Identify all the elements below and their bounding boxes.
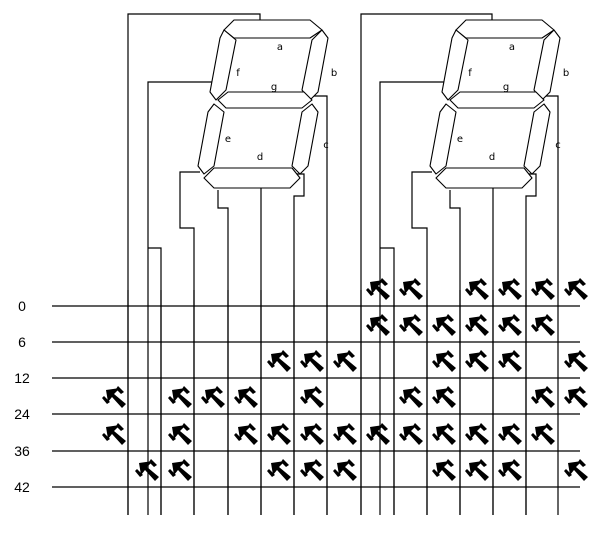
segment-label-d: d	[257, 152, 263, 163]
diode-icon	[102, 386, 126, 408]
diode-icon	[300, 423, 324, 445]
diode-icon	[465, 278, 489, 300]
diode-icon	[465, 350, 489, 372]
segment-wire	[147, 81, 226, 515]
diode-icon	[333, 350, 357, 372]
diode-icon	[102, 423, 126, 445]
diode-icon	[366, 423, 390, 445]
segment-wire	[127, 13, 261, 515]
diode-icon	[135, 459, 159, 481]
segment-label-e: e	[457, 134, 463, 145]
row-labels: 0 6 12 24 36 42	[14, 298, 30, 495]
diode-icon	[531, 278, 555, 300]
diode-icon	[531, 314, 555, 336]
diode-icon	[366, 278, 390, 300]
row-label: 6	[18, 334, 26, 350]
row-label: 36	[14, 443, 30, 459]
diode-icon	[201, 386, 225, 408]
segment-wire	[380, 247, 395, 515]
diode-icon	[432, 459, 456, 481]
segment-d	[203, 167, 301, 189]
diode-icon	[498, 459, 522, 481]
diode-icon	[531, 386, 555, 408]
segment-e	[429, 103, 457, 175]
segment-label-g: g	[271, 82, 277, 93]
seven-segment-display-tens: a b c d e f g	[197, 19, 337, 189]
row-lines	[52, 305, 580, 488]
diode-icon	[564, 350, 588, 372]
diode-icon	[168, 459, 192, 481]
diode-icon	[432, 386, 456, 408]
diode-icon	[498, 278, 522, 300]
column-wires	[127, 13, 559, 515]
segment-label-f: f	[468, 68, 472, 79]
seven-segment-display-units: a b c d e f g	[429, 19, 569, 189]
diode-icon	[465, 459, 489, 481]
segment-label-a: a	[277, 42, 283, 53]
segment-b	[533, 29, 561, 101]
diode-icon	[366, 314, 390, 336]
diode-icon	[234, 386, 258, 408]
diode-icon	[333, 423, 357, 445]
diode-matrix	[102, 278, 588, 481]
row-label: 24	[14, 406, 30, 422]
diode-icon	[564, 386, 588, 408]
diode-icon	[498, 314, 522, 336]
diode-icon	[300, 386, 324, 408]
diode-icon	[234, 423, 258, 445]
segment-f	[441, 29, 469, 101]
segment-g	[217, 91, 313, 109]
segment-d	[435, 167, 533, 189]
segment-label-a: a	[509, 42, 515, 53]
segment-wire	[360, 13, 493, 515]
segment-label-e: e	[225, 134, 231, 145]
segment-b	[301, 29, 329, 101]
diode-icon	[168, 386, 192, 408]
segment-e	[197, 103, 225, 175]
diode-icon	[399, 423, 423, 445]
diode-icon	[168, 423, 192, 445]
segment-label-c: c	[323, 140, 329, 151]
segment-label-f: f	[236, 68, 240, 79]
segment-label-c: c	[555, 140, 561, 151]
segment-c	[523, 103, 551, 175]
diode-icon	[267, 350, 291, 372]
diode-icon	[465, 314, 489, 336]
row-label: 0	[18, 298, 26, 314]
segment-label-g: g	[503, 82, 509, 93]
segment-label-d: d	[489, 152, 495, 163]
segment-label-b: b	[563, 68, 569, 79]
diode-icon	[267, 423, 291, 445]
diode-icon	[432, 314, 456, 336]
diode-icon	[300, 350, 324, 372]
diode-icon	[267, 459, 291, 481]
segment-a	[455, 19, 555, 39]
diode-icon	[498, 350, 522, 372]
diode-icon	[498, 423, 522, 445]
diode-icon	[432, 350, 456, 372]
diode-icon	[465, 423, 489, 445]
segment-g	[449, 91, 545, 109]
diode-icon	[333, 459, 357, 481]
segment-f	[209, 29, 237, 101]
segment-wire	[217, 190, 229, 515]
row-label: 42	[14, 479, 30, 495]
diode-icon	[432, 423, 456, 445]
diode-icon	[300, 459, 324, 481]
segment-wire	[542, 95, 559, 515]
diode-icon	[564, 459, 588, 481]
segment-wire	[411, 171, 432, 515]
diode-icon	[399, 386, 423, 408]
diode-icon	[399, 278, 423, 300]
segment-c	[291, 103, 319, 175]
diode-icon	[564, 278, 588, 300]
diode-icon	[399, 314, 423, 336]
diode-icon	[531, 423, 555, 445]
row-label: 12	[14, 370, 30, 386]
segment-a	[223, 19, 323, 39]
segment-label-b: b	[331, 68, 337, 79]
segment-wire	[379, 81, 458, 515]
